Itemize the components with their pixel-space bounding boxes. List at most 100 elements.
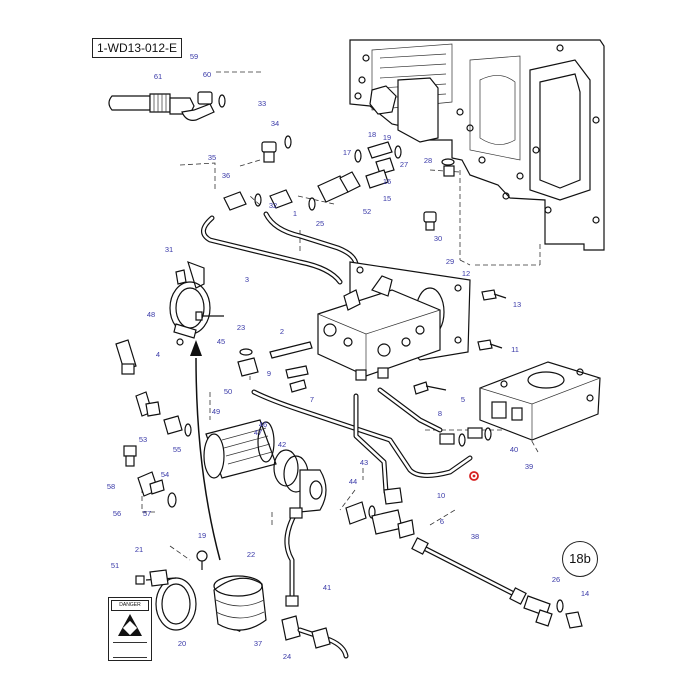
callout-8: 8 — [438, 409, 442, 418]
callout-47: 47 — [254, 428, 262, 437]
callout-58: 58 — [107, 482, 115, 491]
callout-50: 50 — [224, 387, 232, 396]
bolt-34 — [261, 135, 292, 163]
callout-31: 31 — [165, 245, 173, 254]
pipe-9 — [251, 389, 473, 478]
reference-code-box: 1-WD13-012-E — [92, 38, 182, 58]
valve-block — [317, 275, 441, 381]
callout-23: 23 — [237, 323, 245, 332]
callout-36: 36 — [222, 171, 230, 180]
callout-55: 55 — [173, 445, 181, 454]
fitting-50 — [237, 348, 259, 377]
callout-21: 21 — [135, 545, 143, 554]
pipe-38 — [411, 537, 527, 605]
callout-45: 45 — [217, 337, 225, 346]
highlight-marker — [469, 471, 479, 481]
callout-29: 29 — [446, 257, 454, 266]
fittings-left-side — [123, 391, 192, 508]
callout-51: 51 — [111, 561, 119, 570]
pump-housing — [439, 361, 601, 447]
callout-24: 24 — [283, 652, 291, 661]
plug-30 — [423, 211, 437, 231]
callout-35: 35 — [208, 153, 216, 162]
callout-37: 37 — [254, 639, 262, 648]
callout-6: 6 — [440, 517, 444, 526]
callout-48: 48 — [147, 310, 155, 319]
callout-12: 12 — [462, 269, 470, 278]
transmission-housing — [349, 39, 605, 251]
callout-19-lower: 19 — [198, 531, 206, 540]
callout-16: 16 — [383, 177, 391, 186]
callout-13: 13 — [513, 300, 521, 309]
callout-38: 38 — [471, 532, 479, 541]
callout-41: 41 — [323, 583, 331, 592]
callout-32: 32 — [269, 201, 277, 210]
warning-decal-text-lines — [113, 642, 147, 658]
section-badge: 18b — [562, 541, 598, 577]
pipe-1-and-3 — [201, 211, 359, 285]
callout-15: 15 — [383, 194, 391, 203]
callout-33: 33 — [258, 99, 266, 108]
callout-52: 52 — [363, 207, 371, 216]
clamp-assembly — [169, 261, 224, 346]
clamp-lower — [135, 550, 208, 631]
callout-60: 60 — [203, 70, 211, 79]
warning-decal-title: DANGER — [111, 600, 149, 611]
callout-43: 43 — [360, 458, 368, 467]
callout-30: 30 — [434, 234, 442, 243]
fittings-26-14 — [523, 595, 583, 629]
callout-25: 25 — [316, 219, 324, 228]
callout-27: 27 — [400, 160, 408, 169]
callout-2: 2 — [280, 327, 284, 336]
callout-4: 4 — [156, 350, 160, 359]
callout-3: 3 — [245, 275, 249, 284]
highlight-marker-dot — [472, 474, 476, 478]
callout-20: 20 — [178, 639, 186, 648]
callout-46: 46 — [259, 420, 267, 429]
callout-54: 54 — [161, 470, 169, 479]
callout-61: 61 — [154, 72, 162, 81]
bolts-13-11 — [477, 289, 507, 351]
section-badge-label: 18b — [569, 551, 591, 566]
callout-44: 44 — [349, 477, 357, 486]
callout-10: 10 — [437, 491, 445, 500]
accumulator-22 — [213, 575, 267, 631]
fittings-center — [345, 487, 415, 539]
callout-14: 14 — [581, 589, 589, 598]
callout-53: 53 — [139, 435, 147, 444]
hose-assembly — [108, 91, 226, 121]
callout-11: 11 — [511, 345, 519, 354]
callout-17: 17 — [343, 148, 351, 157]
warning-decal: DANGER — [108, 597, 152, 661]
callout-22: 22 — [247, 550, 255, 559]
callout-9: 9 — [267, 369, 271, 378]
bolts-2-7-9 — [269, 341, 313, 393]
callout-49: 49 — [212, 407, 220, 416]
fitting-52 — [308, 171, 361, 211]
callout-labels: 61 59 60 33 34 18 19 17 16 15 27 28 35 3… — [107, 52, 589, 661]
callout-57: 57 — [143, 509, 151, 518]
callout-28: 28 — [424, 156, 432, 165]
callout-39: 39 — [525, 462, 533, 471]
callout-59: 59 — [190, 52, 198, 61]
callout-7: 7 — [310, 395, 314, 404]
pipe-41 — [284, 507, 303, 607]
callout-26: 26 — [552, 575, 560, 584]
callout-1: 1 — [293, 209, 297, 218]
callout-40: 40 — [510, 445, 518, 454]
filter-assembly — [203, 419, 327, 513]
callout-56: 56 — [113, 509, 121, 518]
callout-19: 19 — [383, 133, 391, 142]
fitting-4 — [115, 339, 137, 375]
fittings-36 — [223, 189, 293, 211]
reference-code: 1-WD13-012-E — [96, 41, 178, 55]
callout-42: 42 — [278, 440, 286, 449]
callout-18: 18 — [368, 130, 376, 139]
pipe-8 — [353, 387, 443, 495]
bolt-5 — [413, 381, 447, 395]
fittings-37-24 — [281, 615, 349, 659]
fittings-16-18 — [354, 141, 402, 189]
callout-5: 5 — [461, 395, 465, 404]
